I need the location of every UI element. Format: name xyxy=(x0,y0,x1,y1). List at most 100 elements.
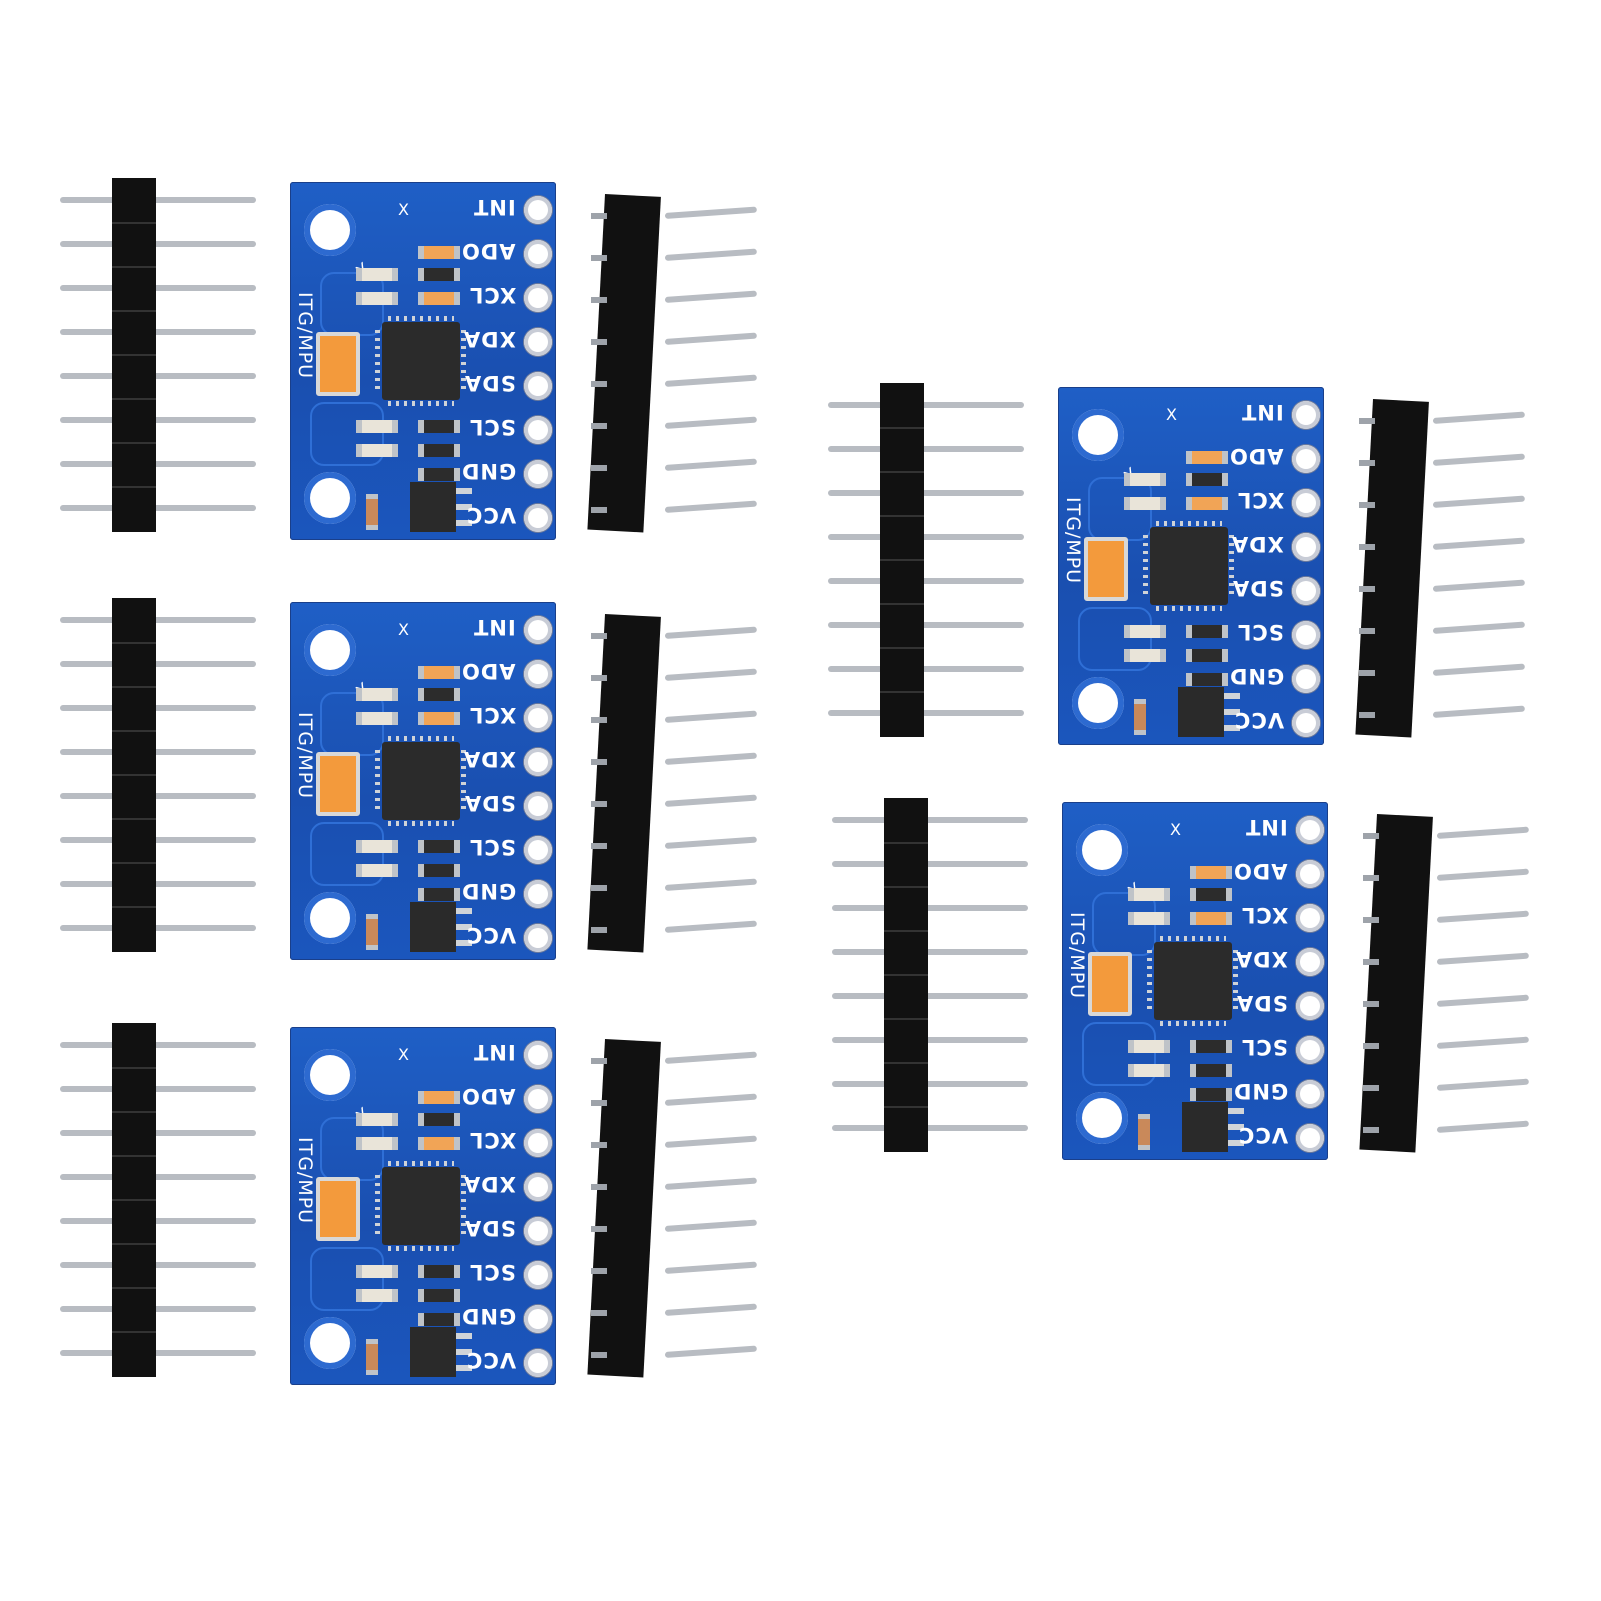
header-pin-stub xyxy=(591,633,607,639)
solder-pad xyxy=(524,504,552,532)
mounting-hole xyxy=(304,624,356,676)
header-pin-stub xyxy=(1363,875,1379,881)
header-pin xyxy=(664,710,757,723)
smd-led xyxy=(418,1091,460,1104)
pin-headers xyxy=(60,1023,757,1378)
header-segment-line xyxy=(112,442,156,444)
pin-label: SDA xyxy=(464,1216,516,1240)
smd-capacitor xyxy=(356,444,398,457)
smd-resistor xyxy=(1190,1088,1232,1101)
pin-xcl: XCL xyxy=(1228,898,1328,942)
regulator-pin xyxy=(456,1349,472,1355)
smd-capacitor xyxy=(1128,912,1170,925)
pcb-trace xyxy=(1082,1022,1156,1086)
pin-label: SCL xyxy=(469,415,516,439)
pin-label: VCC xyxy=(465,923,516,947)
header-pin-stub xyxy=(1359,628,1375,634)
header-segment-line xyxy=(112,906,156,908)
right-angle-pin-header xyxy=(1359,814,1433,1153)
pcb-trace xyxy=(310,402,384,466)
header-pin-stub xyxy=(591,675,607,681)
pin-xcl: XCL xyxy=(456,1123,556,1167)
right-angle-pin-header xyxy=(587,614,661,953)
header-pin xyxy=(832,993,1028,999)
axis-x-label: X xyxy=(398,1045,409,1064)
header-pin-stub xyxy=(591,843,607,849)
pin-label: GND xyxy=(1232,1079,1288,1103)
mounting-hole xyxy=(304,204,356,256)
pin-ado: ADO xyxy=(456,234,556,278)
header-pin xyxy=(1436,952,1529,965)
header-pin-stub xyxy=(591,717,607,723)
header-pin xyxy=(60,661,256,667)
smd-resistor xyxy=(418,468,460,481)
header-pin-stub xyxy=(1359,544,1375,550)
pcb-trace xyxy=(310,1247,384,1311)
header-pin xyxy=(60,1218,256,1224)
header-pin-stub xyxy=(591,507,607,513)
pin-gnd: GND xyxy=(1228,1074,1328,1118)
pin-label: ADO xyxy=(461,659,516,683)
pin-label: XCL xyxy=(468,1128,516,1152)
header-pin xyxy=(664,668,757,681)
smd-resistor xyxy=(418,444,460,457)
smd-resistor xyxy=(356,1113,398,1126)
header-segment-line xyxy=(112,774,156,776)
header-pin xyxy=(832,905,1028,911)
solder-pad xyxy=(1292,445,1320,473)
header-segment-line xyxy=(112,1287,156,1289)
smd-capacitor xyxy=(356,1265,398,1278)
pin-label: GND xyxy=(460,1304,516,1328)
solder-pad xyxy=(1296,1036,1324,1064)
header-pin xyxy=(664,1135,757,1148)
pin-label: INT xyxy=(1241,400,1284,424)
pin-ado: ADO xyxy=(1228,854,1328,898)
smd-resistor xyxy=(418,864,460,877)
regulator-pin xyxy=(456,504,472,510)
solder-pad xyxy=(524,1173,552,1201)
sensor-chip xyxy=(1150,521,1228,611)
pin-ado: ADO xyxy=(1224,439,1324,483)
pin-sda: SDA xyxy=(1228,986,1328,1030)
mounting-hole xyxy=(1072,409,1124,461)
header-pin xyxy=(832,1037,1028,1043)
header-pin xyxy=(60,241,256,247)
solder-pad xyxy=(524,460,552,488)
header-pin xyxy=(1432,663,1525,676)
header-pin xyxy=(1436,994,1529,1007)
header-pin-stub xyxy=(591,297,607,303)
header-pin xyxy=(60,285,256,291)
regulator-pin xyxy=(456,488,472,494)
pin-gnd: GND xyxy=(1224,659,1324,703)
smd-resistor xyxy=(418,268,460,281)
smd-resistor xyxy=(1190,888,1232,901)
pin-headers xyxy=(60,598,757,953)
header-pin-stub xyxy=(591,759,607,765)
regulator-pin xyxy=(1228,1124,1244,1130)
axis-x-label: X xyxy=(398,200,409,219)
header-segment-line xyxy=(880,559,924,561)
header-pin-stub xyxy=(591,1100,607,1106)
header-segment-line xyxy=(112,1243,156,1245)
pin-label: GND xyxy=(1228,664,1284,688)
solder-pad xyxy=(524,616,552,644)
header-segment-line xyxy=(112,486,156,488)
smd-capacitor xyxy=(356,1289,398,1302)
solder-pad xyxy=(524,416,552,444)
smd-capacitor xyxy=(356,292,398,305)
pin-xcl: XCL xyxy=(456,698,556,742)
header-pin xyxy=(1432,621,1525,634)
voltage-regulator xyxy=(1182,1102,1228,1152)
header-pin xyxy=(60,749,256,755)
smd-resistor xyxy=(1124,473,1166,486)
smd-resistor xyxy=(1186,673,1228,686)
chip-pins xyxy=(461,330,466,392)
header-pin-stub xyxy=(1363,959,1379,965)
header-pin xyxy=(1436,1120,1529,1133)
solder-pad xyxy=(524,1305,552,1333)
pin-int: INT xyxy=(456,190,556,234)
solder-pad xyxy=(524,792,552,820)
header-pin-stub xyxy=(591,885,607,891)
pin-vcc: VCC xyxy=(456,498,556,542)
